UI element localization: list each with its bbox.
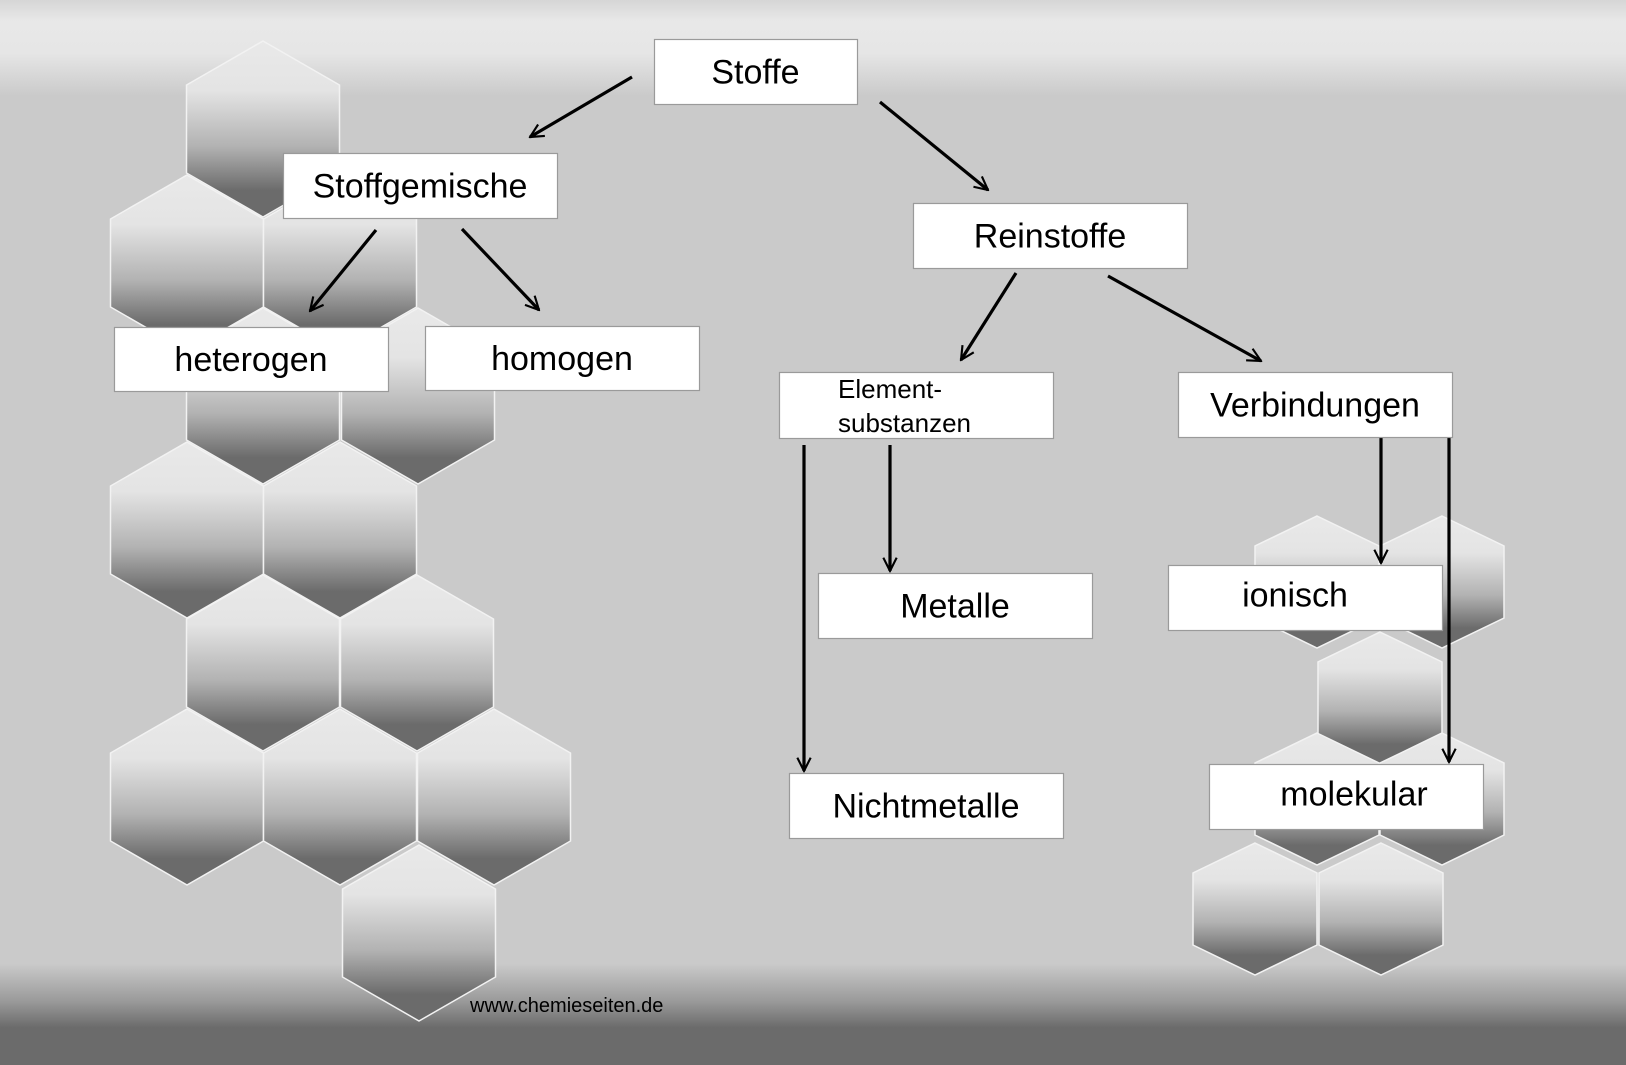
node-molekular: molekular [1208,763,1485,831]
arrow-reinstoffe-to-verbindungen [1107,274,1261,363]
node-label: Stoffe [711,54,799,92]
node-label: ionisch [1242,577,1348,615]
node-box [282,152,559,220]
arrow-stoffe-to-stoffgemische [530,75,633,139]
hexagon-shape [416,708,572,886]
arrow-reinstoffe-to-elementsubstanzen [959,272,1018,360]
arrow-layer [310,75,1449,771]
node-heterogen: heterogen [113,326,390,393]
node-label: Reinstoffe [974,218,1126,256]
hexagon-shape [1192,842,1318,976]
source-url: www.chemieseiten.de [469,995,663,1017]
node-box [817,572,1094,640]
node-box [424,325,701,392]
node-label: heterogen [174,341,327,379]
node-box [1208,763,1485,831]
node-label: Element- [838,374,942,404]
node-label: Metalle [900,588,1010,626]
node-stoffe: Stoffe [653,38,859,106]
node-label: molekular [1280,776,1427,814]
node-nichtmetalle: Nichtmetalle [788,772,1065,840]
node-reinstoffe: Reinstoffe [912,202,1189,270]
node-box [1177,371,1454,439]
node-box [653,38,859,106]
node-box [912,202,1189,270]
node-label: substanzen [838,408,971,438]
hexagon-shape [262,708,418,886]
arrow-stoffe-to-reinstoffe [878,100,988,190]
node-elementsubstanzen: Element-substanzen [778,371,1055,440]
node-stoffgemische: Stoffgemische [282,152,559,220]
node-verbindungen: Verbindungen [1177,371,1454,439]
node-box [113,326,390,393]
arrow-stoffgemische-to-heterogen [310,228,378,311]
node-box [1167,564,1444,632]
hexagon-shape [339,574,495,752]
node-homogen: homogen [424,325,701,392]
node-ionisch: ionisch [1167,564,1444,632]
node-label: Nichtmetalle [832,788,1019,826]
node-metalle: Metalle [817,572,1094,640]
node-label: Verbindungen [1210,387,1420,425]
node-box [778,371,1055,440]
arrow-stoffgemische-to-homogen [460,227,539,310]
node-label: homogen [491,340,633,378]
hexagon-shape [1318,842,1444,976]
hexagon-shape [262,441,418,619]
hexagon-shape [185,574,341,752]
hexagon-shape [341,844,497,1022]
node-label: Stoffgemische [313,168,528,206]
node-box [788,772,1065,840]
